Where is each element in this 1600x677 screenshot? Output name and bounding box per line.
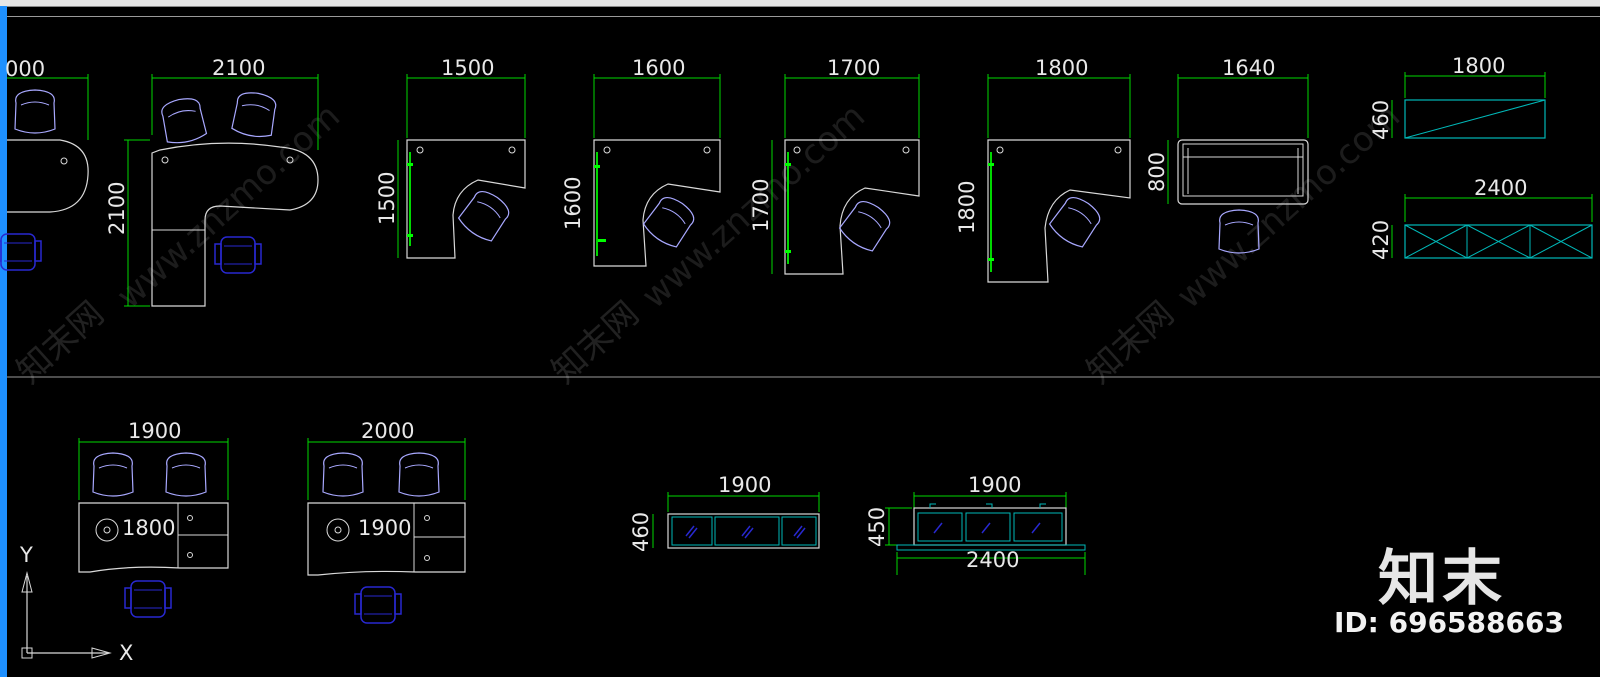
desk-2100[interactable]: 2100 2100	[105, 56, 319, 307]
dim-cabinet-460: 460	[1369, 100, 1393, 140]
dim-cabinet-2400b: 2400	[966, 548, 1019, 572]
dim-1700-top: 1700	[827, 56, 880, 80]
ucs-y-label: Y	[19, 543, 33, 567]
dim-1800-top: 1800	[1035, 56, 1088, 80]
desk-1640[interactable]: 1640 800	[1145, 56, 1309, 254]
ucs-x-label: X	[119, 641, 133, 665]
dim-1800-inner: 1800	[122, 516, 175, 540]
image-id-label: ID: 696588663	[1334, 606, 1564, 639]
viewport-top-edge	[0, 16, 1600, 17]
brand-logo-text: 知末	[1378, 544, 1506, 614]
cabinet-1800x460[interactable]: 1800 460	[1369, 54, 1546, 140]
dim-cabinet-1900b: 1900	[968, 473, 1021, 497]
dim-1600-top: 1600	[632, 56, 685, 80]
desk-2000[interactable]: 2000 1900	[307, 419, 466, 624]
dim-cabinet-420: 420	[1369, 220, 1393, 260]
ucs-axis-icon: Y X	[19, 543, 133, 665]
dim-1600-left: 1600	[561, 177, 585, 230]
dim-2100-left: 2100	[105, 182, 129, 235]
dim-cabinet-1900a: 1900	[718, 473, 771, 497]
dim-2100-top: 2100	[212, 56, 265, 80]
desk-1500[interactable]: 1500 1500	[375, 56, 526, 259]
desk-1900[interactable]: 1900 1800	[78, 419, 229, 618]
cabinet-2400x420[interactable]: 2400 420	[1369, 176, 1593, 260]
dim-1900-top: 1900	[128, 419, 181, 443]
dim-cabinet-460b: 460	[629, 512, 653, 552]
left-panel-edge	[0, 6, 7, 677]
dim-1800-left: 1800	[955, 181, 979, 234]
desk-partial-left[interactable]: 000	[0, 57, 89, 271]
dim-1640-top: 1640	[1222, 56, 1275, 80]
dim-1500-top: 1500	[441, 56, 494, 80]
window-top-border	[0, 0, 1600, 7]
desk-1800[interactable]: 1800 1800	[955, 56, 1131, 283]
dim-1900-inner: 1900	[358, 516, 411, 540]
dim-cabinet-1800: 1800	[1452, 54, 1505, 78]
cabinet-1900x460[interactable]: 1900 460	[629, 473, 820, 552]
dim-2000-top: 2000	[361, 419, 414, 443]
desk-1600[interactable]: 1600 1600	[561, 56, 721, 267]
dim-cabinet-2400: 2400	[1474, 176, 1527, 200]
dim-1500-left: 1500	[375, 172, 399, 225]
dim-cabinet-450: 450	[865, 507, 889, 547]
dim-1700-left: 1700	[749, 179, 773, 232]
cabinet-1900x450[interactable]: 1900 450 2400	[865, 473, 1086, 575]
dim-800-left: 800	[1145, 152, 1169, 192]
desk-1700[interactable]: 1700 1700	[749, 56, 920, 275]
dim-partial-top: 000	[5, 57, 45, 81]
